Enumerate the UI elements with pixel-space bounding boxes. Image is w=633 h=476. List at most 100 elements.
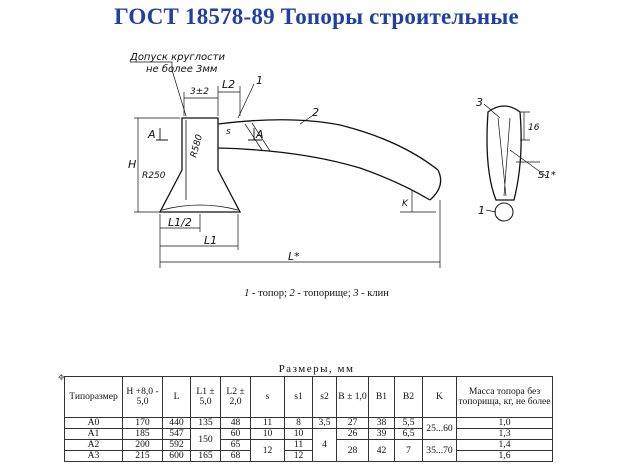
label-R250: R250: [142, 171, 166, 181]
cell-L2: 68: [220, 450, 251, 463]
cell-L: 547: [162, 428, 191, 441]
caption-item1-num: 1: [244, 288, 250, 299]
header-s1: s1: [284, 376, 313, 418]
label-callout-2: 2: [312, 106, 319, 119]
label-H: H: [128, 158, 136, 171]
table-move-handle-icon[interactable]: ✥: [58, 373, 65, 382]
label-K: K: [402, 199, 409, 209]
table-row: А3 215 600 165 68 12 1,6: [64, 450, 553, 463]
cell-K: 35...70: [422, 439, 457, 463]
header-B: B ± 1,0: [336, 376, 369, 418]
cell-s1: 12: [284, 450, 313, 463]
caption-item1-text: - топор;: [249, 288, 290, 299]
cell-B1: 38: [368, 416, 395, 430]
caption-item2-num: 2: [289, 288, 295, 299]
cell-B1: 39: [368, 428, 395, 441]
dim-3pm2: [183, 92, 218, 116]
cell-B: 26: [336, 428, 369, 441]
dim-H-line: [134, 117, 180, 213]
handle-hatching: [244, 122, 271, 152]
cell-H: 215: [122, 450, 163, 463]
table-row: А1 185 547 150 60 10 10 4 26 39 6,5 1,3: [64, 428, 553, 463]
cell-s1: 10: [284, 428, 313, 441]
header-s: s: [250, 376, 285, 418]
cell-L: 592: [162, 439, 191, 452]
dim-L-star: [159, 200, 441, 268]
figure-caption: 1 - топор; 2 - топорище; 3 - клин: [0, 288, 633, 299]
handle-outline-bottom: [217, 147, 431, 201]
cell-L1: 135: [190, 416, 221, 430]
label-A-left: A: [147, 128, 156, 141]
handle-end: [429, 169, 442, 201]
cell-s2: 4: [312, 428, 337, 463]
section-A-right: [248, 128, 262, 141]
cell-s: 11: [250, 416, 285, 430]
label-L2: L2: [222, 78, 235, 91]
section-A-left: [156, 128, 168, 141]
document-title: ГОСТ 18578-89 Топоры строительные: [114, 4, 519, 29]
table-header-row: Типоразмер H +8,0 - 5,0 L L1 ± 5,0 L2 ± …: [64, 376, 553, 418]
table-row: А2 200 592 65 12 11 28 42 7 35...70 1,4: [64, 439, 553, 463]
cell-name: А2: [64, 439, 123, 452]
cell-B: 27: [336, 416, 369, 430]
side-view-inner: [497, 117, 511, 197]
cell-name: А1: [64, 428, 123, 441]
cell-mass: 1,6: [456, 450, 553, 463]
label-callout-3: 3: [476, 96, 483, 109]
cell-B2: 6,5: [394, 428, 423, 441]
label-L1-half: L1/2: [168, 216, 192, 229]
leader-2: [299, 115, 313, 125]
header-H: H +8,0 - 5,0: [122, 376, 163, 418]
label-callout-1-side: 1: [478, 204, 485, 217]
cell-L: 600: [162, 450, 191, 463]
caption-item3-text: - клин: [358, 288, 389, 299]
side-view-outline: [486, 105, 522, 201]
side-view-dim-s1: [509, 149, 547, 177]
axe-head-outline: [158, 117, 242, 213]
dimensions-table: Типоразмер H +8,0 - 5,0 L L1 ± 5,0 L2 ± …: [64, 376, 553, 463]
cell-K: 25...60: [422, 416, 457, 441]
cell-s1: 8: [284, 416, 313, 430]
cell-L: 440: [162, 416, 191, 430]
cell-H: 170: [122, 416, 163, 430]
label-R580: R580: [189, 133, 205, 158]
header-K: K: [422, 376, 457, 418]
axe-technical-drawing: Допуск круглости не более 3мм 3±2 L2 1 2…: [128, 52, 556, 268]
label-A-right: A: [255, 128, 264, 141]
label-L-star: L*: [288, 250, 300, 263]
table-title: Размеры, мм: [278, 363, 355, 375]
header-B1: B1: [368, 376, 395, 418]
cell-mass: 1,4: [456, 439, 553, 452]
cell-L1: 150: [190, 428, 221, 452]
cell-L2: 48: [220, 416, 251, 430]
cell-s2: 3,5: [312, 416, 337, 430]
cell-L2: 65: [220, 439, 251, 452]
side-view-wedge-circle: [494, 202, 514, 222]
cell-s: 10: [250, 428, 285, 441]
side-view-leader-1: [485, 209, 497, 213]
handle-outline-top: [217, 119, 439, 171]
caption-item3-num: 3: [353, 288, 359, 299]
axe-blade-line: [161, 204, 239, 211]
label-tolerance-2: не более 3мм: [146, 63, 218, 75]
cell-name: А0: [64, 416, 123, 430]
header-L1: L1 ± 5,0: [190, 376, 221, 418]
header-L: L: [162, 376, 191, 418]
caption-item2-text: - топорище;: [294, 288, 354, 299]
tolerance-leader: [130, 61, 187, 117]
label-callout-1: 1: [256, 74, 263, 87]
dim-L1: [160, 214, 239, 250]
cell-mass: 1,0: [456, 416, 553, 430]
cell-H: 200: [122, 439, 163, 452]
label-L1: L1: [204, 234, 217, 247]
label-3pm2: 3±2: [190, 87, 209, 97]
cell-H: 185: [122, 428, 163, 441]
cell-B2: 5,5: [394, 416, 423, 430]
side-view-dim-16: [520, 111, 530, 141]
header-L2: L2 ± 2,0: [220, 376, 251, 418]
leader-1: [237, 83, 255, 119]
cell-L2: 60: [220, 428, 251, 441]
cell-s: 12: [250, 439, 285, 463]
header-typesize: Типоразмер: [64, 376, 123, 418]
label-tolerance-1: Допуск круглости: [129, 52, 225, 63]
